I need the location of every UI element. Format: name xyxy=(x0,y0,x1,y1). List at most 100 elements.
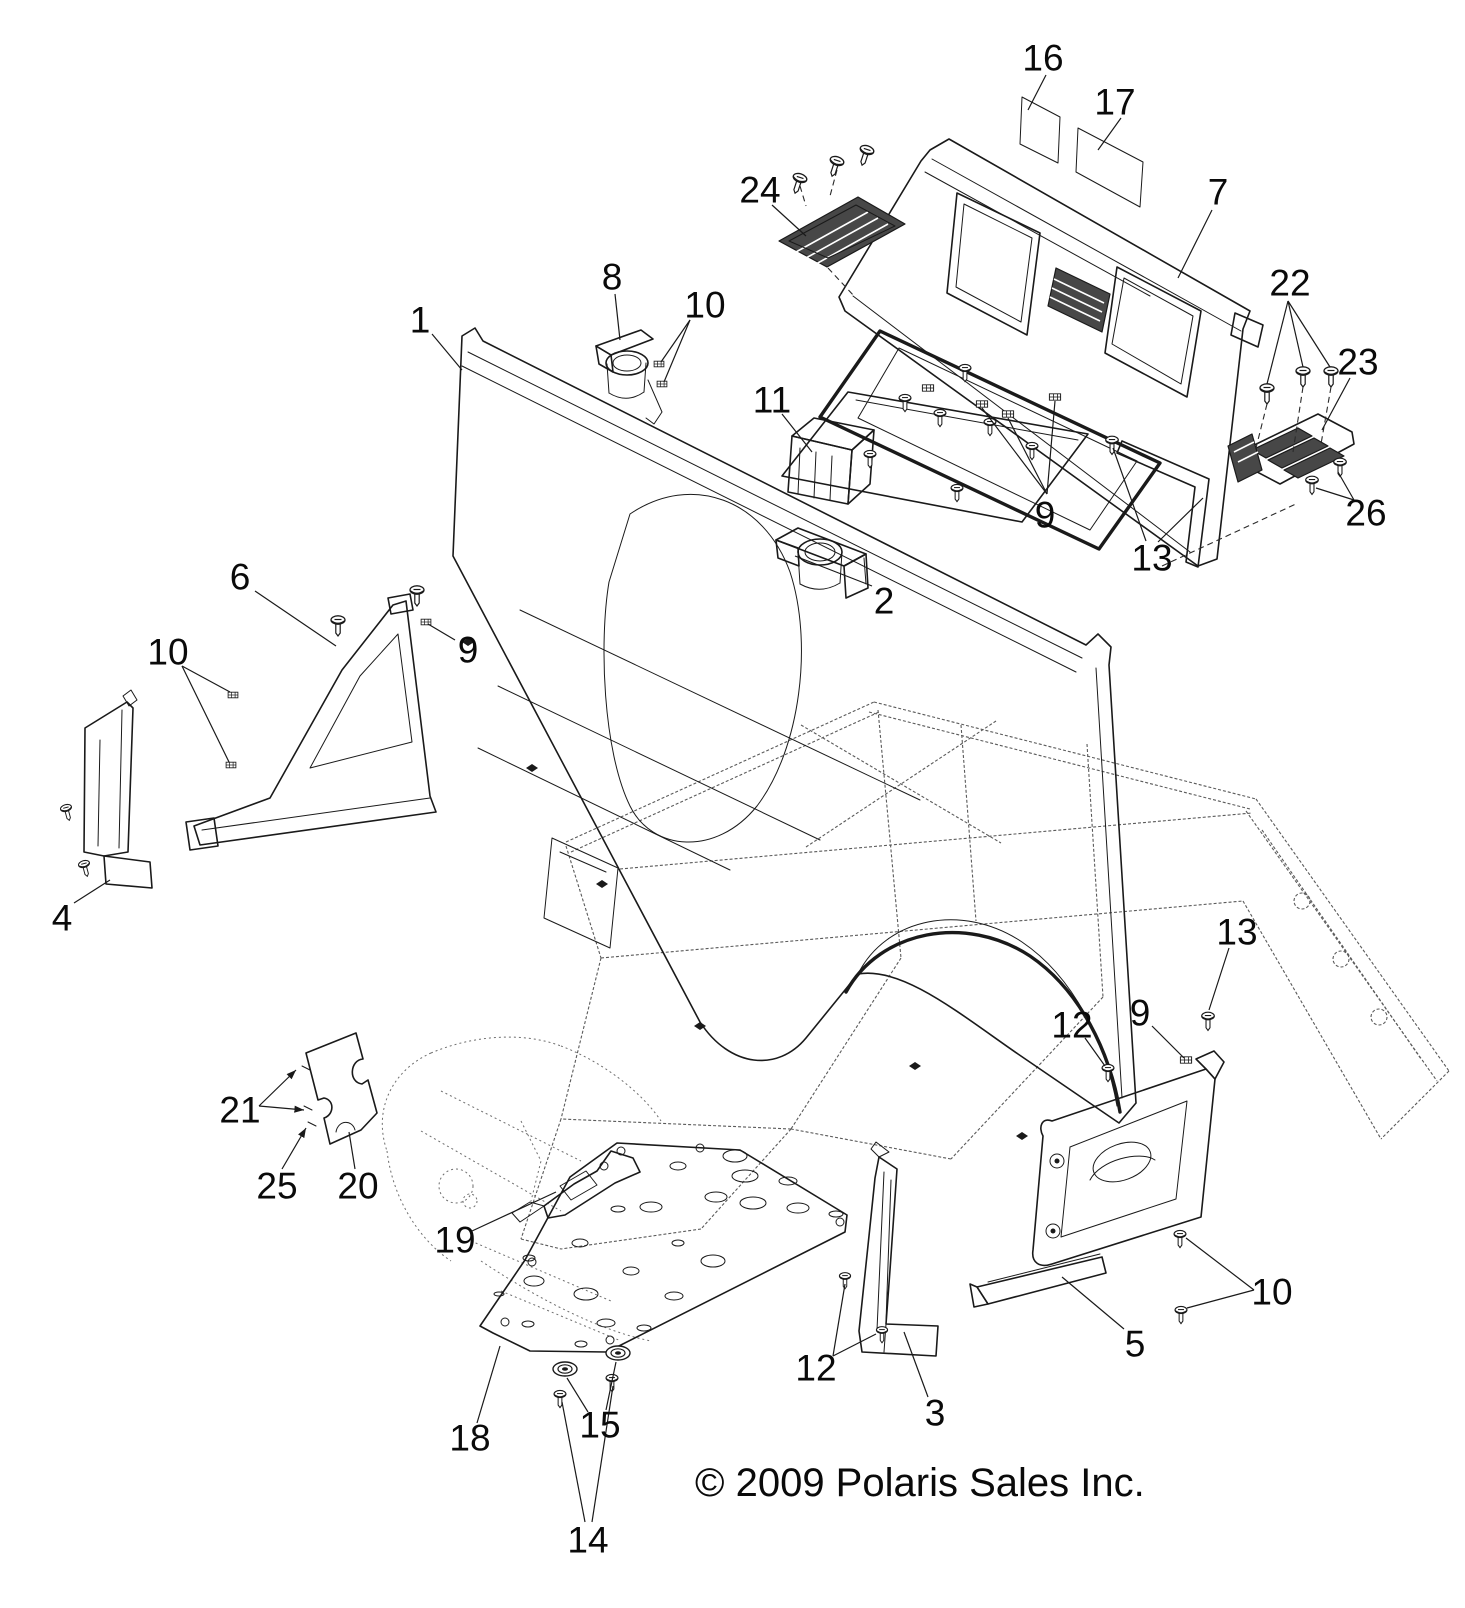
line-art xyxy=(805,720,997,848)
line-art xyxy=(1095,667,1123,1099)
leader-line-10 xyxy=(181,665,230,763)
clip-nut-icon xyxy=(1179,1056,1193,1064)
line-art xyxy=(778,196,906,268)
callout-label-20: 20 xyxy=(337,1166,378,1207)
line-art xyxy=(470,1240,612,1302)
callout-label-10: 10 xyxy=(147,632,188,673)
line-art xyxy=(574,1340,588,1348)
callout-label-25: 25 xyxy=(256,1166,297,1207)
line-art xyxy=(700,1254,726,1268)
copyright-text: © 2009 Polaris Sales Inc. xyxy=(695,1461,1145,1505)
line-art xyxy=(671,1239,685,1247)
line-art xyxy=(452,327,1137,1124)
line-art xyxy=(420,1130,562,1212)
screw-icon xyxy=(1201,1011,1215,1031)
line-art xyxy=(573,1287,599,1301)
leader-line-14 xyxy=(561,1401,586,1523)
line-art xyxy=(493,1291,505,1297)
line-art xyxy=(565,845,602,959)
line-art xyxy=(843,553,869,599)
leader-line-22 xyxy=(1266,300,1289,385)
leader-line-17 xyxy=(1097,117,1122,151)
callout-label-10: 10 xyxy=(684,285,725,326)
line-art xyxy=(335,1121,356,1133)
callout-label-14: 14 xyxy=(567,1520,608,1561)
line-art xyxy=(612,354,642,372)
line-art xyxy=(1049,296,1101,322)
clip-nut-icon xyxy=(1001,410,1015,418)
line-art xyxy=(1060,1100,1188,1238)
chassis-frame-reference-drawing xyxy=(520,701,1450,1250)
callout-label-11: 11 xyxy=(753,380,791,421)
line-art xyxy=(606,363,610,394)
screw-icon xyxy=(875,1326,889,1344)
screw-icon xyxy=(1333,457,1347,477)
line-art xyxy=(1293,892,1311,910)
line-art xyxy=(694,1022,706,1030)
line-art xyxy=(704,1191,728,1203)
line-art xyxy=(643,362,647,393)
line-art xyxy=(560,1045,662,1122)
line-art xyxy=(877,709,902,959)
line-art xyxy=(1161,502,1299,567)
line-art xyxy=(1370,1008,1388,1026)
line-art xyxy=(876,1171,885,1331)
line-art xyxy=(596,1318,616,1328)
line-art xyxy=(608,391,645,399)
line-art xyxy=(500,1317,510,1327)
line-art xyxy=(868,711,1251,810)
line-art xyxy=(560,1118,792,1130)
line-art xyxy=(307,1121,317,1127)
decal-16-drawing xyxy=(1019,96,1061,164)
part-7-rear-panel-drawing xyxy=(818,138,1264,568)
leader-line-22 xyxy=(1287,300,1331,368)
line-art xyxy=(775,539,800,567)
clip-nut-icon xyxy=(1048,393,1062,401)
callout-label-22: 22 xyxy=(1269,263,1310,304)
line-art xyxy=(122,689,138,707)
part-1-box-side-panel-drawing xyxy=(452,327,1137,1140)
callout-label-21: 21 xyxy=(219,1090,260,1131)
line-art xyxy=(519,609,921,801)
line-art xyxy=(969,1283,989,1308)
screw-icon xyxy=(1295,366,1311,388)
line-art xyxy=(565,701,875,843)
line-art xyxy=(461,365,1077,673)
line-art xyxy=(1242,900,1382,1140)
line-art xyxy=(1195,1050,1225,1080)
screw-icon xyxy=(1259,383,1275,405)
line-art xyxy=(462,1193,478,1209)
line-art xyxy=(118,709,123,849)
callout-label-2: 2 xyxy=(874,581,895,622)
line-art xyxy=(520,1238,562,1250)
line-art xyxy=(1016,1132,1028,1140)
leader-line-4 xyxy=(73,879,111,904)
line-art xyxy=(790,1128,952,1160)
line-art xyxy=(560,957,602,1120)
line-art xyxy=(1233,441,1255,453)
line-art xyxy=(526,764,538,772)
line-art xyxy=(847,429,875,505)
clip-nut-icon xyxy=(227,691,239,699)
callout-label-9: 9 xyxy=(458,630,479,671)
part-8-cup-holder-drawing xyxy=(595,329,663,425)
line-art xyxy=(786,1202,810,1214)
clip-nut-icon xyxy=(656,380,668,388)
line-art xyxy=(1049,1153,1065,1169)
line-art xyxy=(1104,266,1202,398)
line-art xyxy=(835,1217,845,1227)
screw-icon xyxy=(1323,366,1339,388)
line-art xyxy=(1054,1158,1060,1164)
line-art xyxy=(1116,440,1210,568)
line-art xyxy=(873,701,1257,800)
line-art xyxy=(600,900,1244,959)
screw-icon xyxy=(553,1389,567,1409)
clip-nut-icon xyxy=(975,400,989,408)
line-art xyxy=(523,1275,545,1287)
screw-icon xyxy=(1174,1305,1188,1325)
leader-line-10 xyxy=(1185,1237,1255,1291)
line-art xyxy=(305,1032,378,1145)
leader-line-25 xyxy=(281,1127,307,1170)
line-art xyxy=(497,685,821,841)
